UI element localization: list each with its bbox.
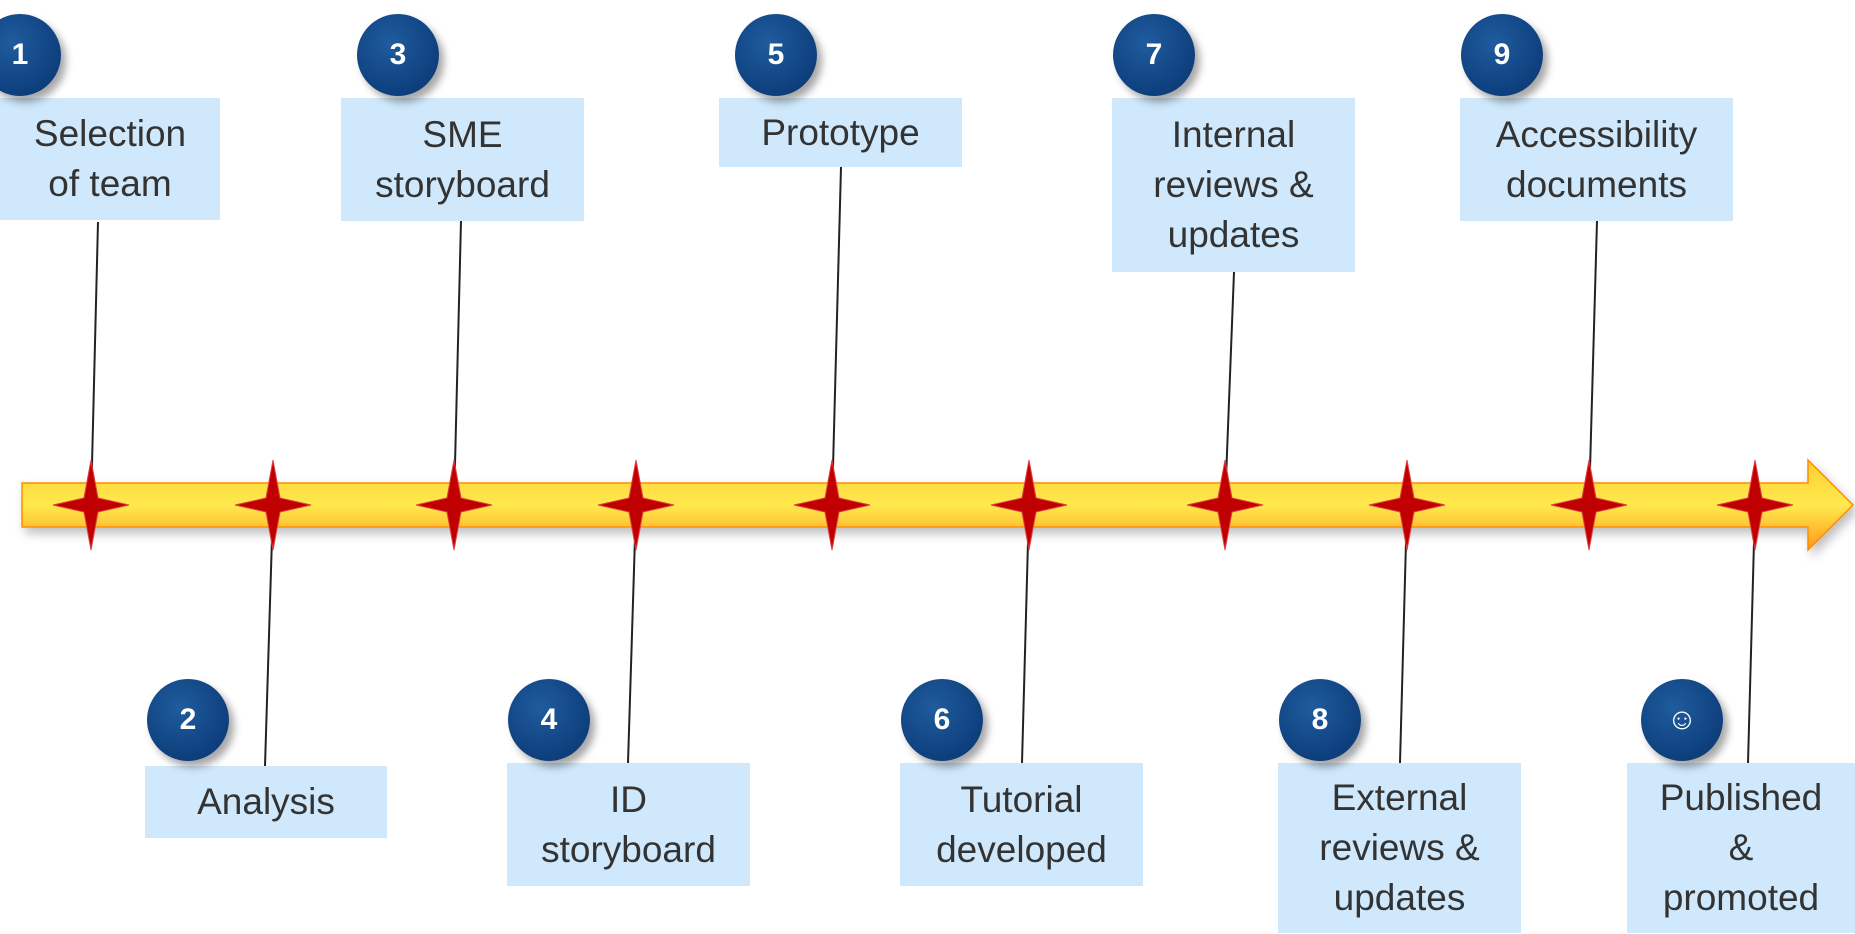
- milestone-star-1: [52, 459, 130, 551]
- milestone-stars: [52, 459, 1794, 551]
- timeline-arrow: [21, 458, 1855, 552]
- step-number-badge-3: 3: [357, 14, 439, 96]
- milestone-label-4: ID storyboard: [507, 763, 750, 886]
- milestone-label-6: Tutorial developed: [900, 763, 1143, 886]
- step-number-badge-8: 8: [1279, 679, 1361, 761]
- connector-line-10: [1747, 504, 1756, 764]
- step-number-badge-7: 7: [1113, 14, 1195, 96]
- connector-line-9: [1588, 220, 1598, 506]
- connector-lines: [90, 166, 1756, 767]
- milestone-label-7: Internal reviews & updates: [1112, 98, 1355, 272]
- step-number-badge-4: 4: [508, 679, 590, 761]
- step-number-badge-2: 2: [147, 679, 229, 761]
- milestone-star-6: [990, 459, 1068, 551]
- step-number-badge-9: 9: [1461, 14, 1543, 96]
- smiley-badge-icon: ☺: [1641, 679, 1723, 761]
- milestone-star-7: [1186, 459, 1264, 551]
- milestone-label-2: Analysis: [145, 766, 387, 838]
- connector-line-2: [264, 504, 274, 767]
- milestone-label-9: Accessibility documents: [1460, 98, 1733, 221]
- milestone-label-10: Published & promoted: [1627, 763, 1855, 933]
- connector-line-6: [1021, 504, 1030, 764]
- connector-line-3: [453, 220, 462, 506]
- connector-line-1: [90, 221, 99, 506]
- step-number-badge-6: 6: [901, 679, 983, 761]
- milestone-star-3: [415, 459, 493, 551]
- milestone-label-1: Selection of team: [0, 98, 220, 220]
- milestone-star-2: [234, 459, 312, 551]
- milestone-star-10: [1716, 459, 1794, 551]
- connector-line-5: [831, 166, 842, 506]
- milestone-label-8: External reviews & updates: [1278, 763, 1521, 933]
- milestone-star-5: [793, 459, 871, 551]
- milestone-star-9: [1550, 459, 1628, 551]
- connector-line-4: [627, 504, 637, 764]
- milestone-label-5: Prototype: [719, 98, 962, 167]
- step-number-badge-5: 5: [735, 14, 817, 96]
- connector-line-8: [1399, 504, 1408, 764]
- milestone-star-4: [597, 459, 675, 551]
- milestone-label-3: SME storyboard: [341, 98, 584, 221]
- milestone-star-8: [1368, 459, 1446, 551]
